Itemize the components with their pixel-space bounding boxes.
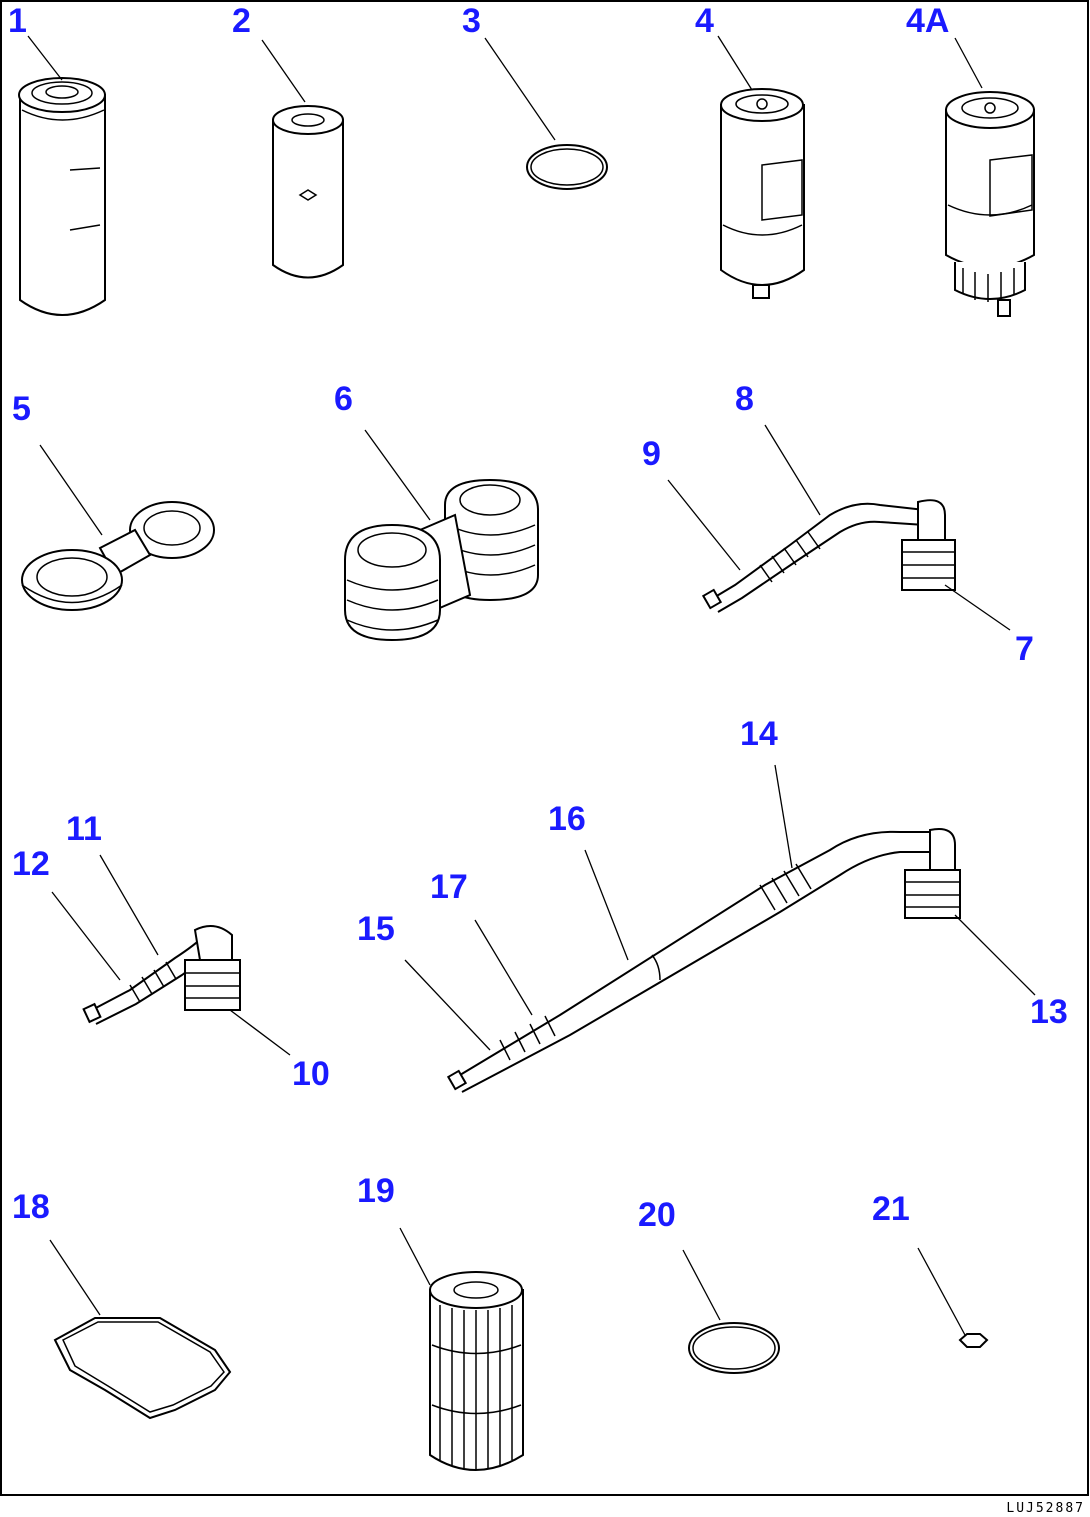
callout-11: 11 — [66, 810, 102, 848]
part-13-17-hose-assembly — [446, 828, 961, 1093]
drawing-number: LUJ52887 — [1006, 1501, 1085, 1516]
callout-labels: 1 2 3 4 4A 5 6 7 8 9 10 11 12 13 14 15 1… — [8, 2, 1068, 1234]
callout-4a: 4A — [906, 2, 949, 40]
part-19-element — [429, 1271, 524, 1471]
callout-9: 9 — [642, 435, 661, 473]
part-5-filter-wrench — [21, 501, 215, 611]
part-2-filter — [272, 105, 344, 279]
callout-19: 19 — [357, 1172, 395, 1210]
callout-2: 2 — [232, 2, 251, 40]
callout-16: 16 — [548, 800, 586, 838]
callout-8: 8 — [735, 380, 754, 418]
part-21-plug — [958, 1333, 989, 1348]
callout-20: 20 — [638, 1196, 676, 1234]
part-1-filter — [18, 77, 106, 316]
part-3-o-ring — [526, 144, 608, 190]
callout-12: 12 — [12, 845, 50, 883]
callout-18: 18 — [12, 1188, 50, 1226]
callout-21: 21 — [872, 1190, 910, 1228]
part-10-12-hose-assembly — [82, 925, 241, 1025]
callout-10: 10 — [292, 1055, 330, 1093]
callout-7: 7 — [1015, 630, 1034, 668]
callout-13: 13 — [1030, 993, 1068, 1031]
callout-5: 5 — [12, 390, 31, 428]
leader-lines — [27, 35, 1036, 1336]
part-6-filter-wrench — [344, 478, 539, 642]
callout-1: 1 — [8, 2, 27, 40]
callout-17: 17 — [430, 868, 468, 906]
part-4a-fuel-filter — [945, 91, 1035, 317]
part-20-o-ring — [688, 1322, 780, 1374]
callout-6: 6 — [334, 380, 353, 418]
callout-14: 14 — [740, 715, 778, 753]
part-4-fuel-filter — [720, 88, 805, 299]
part-18-gasket — [53, 1317, 232, 1420]
callout-4: 4 — [695, 2, 714, 40]
callout-3: 3 — [462, 2, 481, 40]
callout-15: 15 — [357, 910, 395, 948]
part-7-9-hose-assembly — [701, 499, 956, 613]
